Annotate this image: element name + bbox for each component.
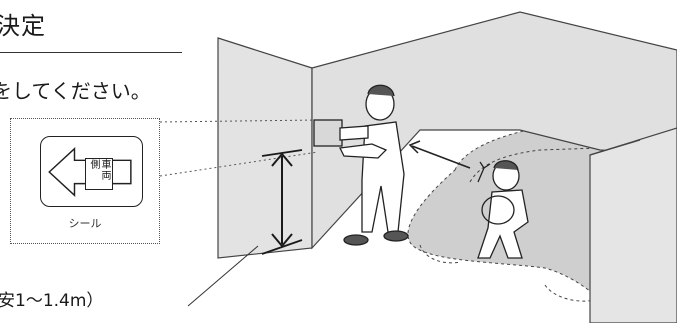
heading-underline [0,52,182,53]
section-heading: 決定 [0,12,46,40]
vehicle-side-sticker: 車両側 [40,136,143,207]
sticker-callout: 車両側 シール [10,118,160,244]
car-outline-dotted [469,147,601,183]
back-wall [311,11,677,250]
height-note: 安1〜1.4m） [0,291,104,311]
sticker-label: 車両側 [85,158,113,190]
standing-person [313,84,409,246]
left-wall [217,37,313,259]
car-wheel-dotted-2 [419,244,461,264]
crouching-person [477,160,529,259]
sticker-caption: シール [68,217,102,230]
right-wall [589,127,677,323]
instruction-text: をしてください。 [0,79,151,103]
